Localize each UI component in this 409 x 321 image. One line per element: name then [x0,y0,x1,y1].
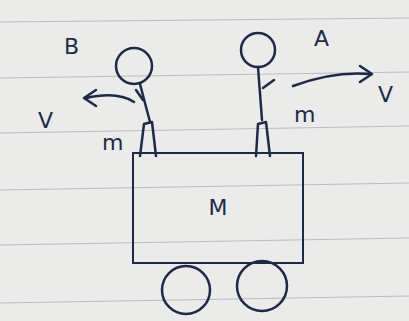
person-label: B [64,36,79,58]
velocity-arrow [293,74,370,87]
velocity-arrow [86,95,134,102]
person-head [116,48,152,84]
velocity-label: V [378,84,393,106]
person-body [140,84,150,122]
arrow-head [360,66,372,82]
wheel [237,261,287,311]
mass-label: M [209,197,228,219]
mass-label: m [294,104,315,126]
person-label: A [314,28,329,50]
arrow-head [84,90,96,106]
cart-box: M [132,152,304,264]
person-legs [140,122,156,156]
person-body [258,67,262,120]
person-legs [256,122,270,156]
wheel [162,266,210,314]
person-arm [263,80,274,88]
velocity-label: V [38,110,53,132]
mass-label: m [102,132,123,154]
ruled-lines [0,18,409,303]
person-head [241,33,275,67]
person-arm [136,90,143,100]
